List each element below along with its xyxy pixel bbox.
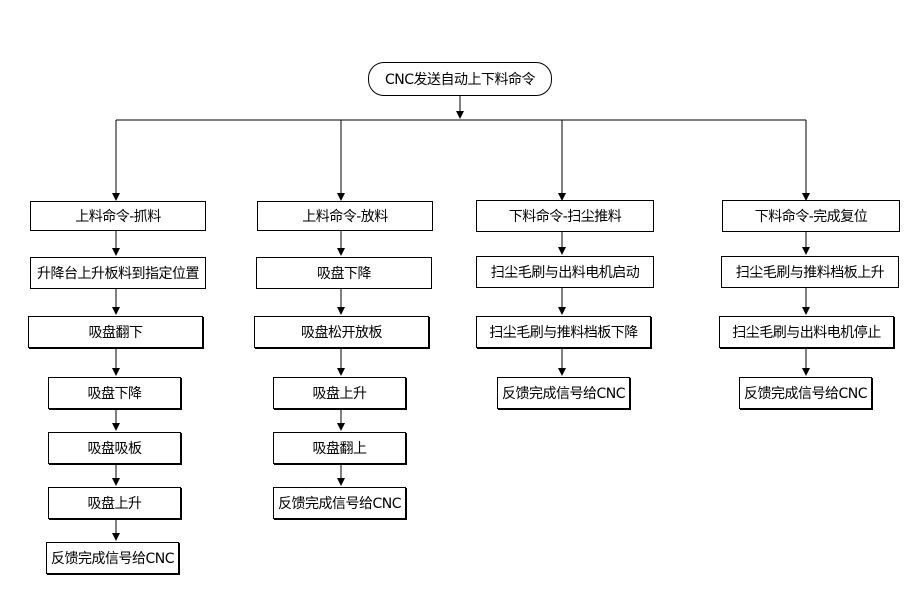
column-2-step-5-label: 反馈完成信号给CNC: [277, 496, 402, 512]
column-4-step-3: 反馈完成信号给CNC: [739, 377, 872, 409]
column-1-step-5-label: 吸盘上升: [87, 496, 143, 512]
column-2-header-label: 上料命令-放料: [302, 209, 388, 225]
column-1-step-4: 吸盘吸板: [48, 432, 181, 464]
column-2-step-1: 吸盘下降: [256, 257, 432, 289]
column-2-step-3-label: 吸盘上升: [312, 386, 368, 402]
column-2-step-3: 吸盘上升: [273, 377, 406, 409]
column-2-step-5: 反馈完成信号给CNC: [273, 487, 406, 519]
column-2-step-4-label: 吸盘翻上: [312, 441, 368, 457]
column-3-step-3-label: 反馈完成信号给CNC: [501, 386, 626, 402]
column-1-step-3-label: 吸盘下降: [87, 386, 143, 402]
column-1-step-2-label: 吸盘翻下: [88, 325, 144, 341]
column-2-header: 上料命令-放料: [257, 201, 433, 231]
column-1-step-5: 吸盘上升: [48, 487, 181, 519]
column-1-step-1-label: 升降台上升板料到指定位置: [37, 266, 200, 282]
column-4-step-3-label: 反馈完成信号给CNC: [743, 386, 868, 402]
column-4-step-1: 扫尘毛刷与推料档板上升: [721, 256, 899, 288]
column-1-header-label: 上料命令-抓料: [75, 209, 161, 225]
column-4-step-2-label: 扫尘毛刷与出料电机停止: [732, 325, 881, 341]
column-1-step-3: 吸盘下降: [48, 377, 181, 409]
column-1-step-1: 升降台上升板料到指定位置: [30, 257, 206, 289]
column-4-step-1-label: 扫尘毛刷与推料档板上升: [735, 265, 885, 281]
column-3-step-1: 扫尘毛刷与出料电机启动: [476, 256, 654, 288]
column-2-step-2: 吸盘松开放板: [254, 316, 429, 348]
column-3-header: 下料命令-扫尘推料: [476, 200, 654, 232]
column-1-header: 上料命令-抓料: [30, 201, 206, 231]
column-2-step-2-label: 吸盘松开放板: [301, 325, 383, 341]
column-3-step-1-label: 扫尘毛刷与出料电机启动: [490, 265, 640, 281]
column-4-header-label: 下料命令-完成复位: [754, 209, 868, 225]
column-2-step-4: 吸盘翻上: [273, 432, 406, 464]
column-1-step-4-label: 吸盘吸板: [87, 441, 143, 457]
column-1-step-2: 吸盘翻下: [28, 316, 203, 348]
column-1-step-6: 反馈完成信号给CNC: [46, 542, 179, 574]
start-node-label: CNC发送自动上下料命令: [384, 72, 536, 88]
column-3-step-2-label: 扫尘毛刷与推料档板下降: [489, 325, 638, 341]
column-1-step-6-label: 反馈完成信号给CNC: [50, 551, 175, 567]
column-3-step-2: 扫尘毛刷与推料档板下降: [476, 316, 651, 348]
column-4-header: 下料命令-完成复位: [722, 200, 900, 232]
start-node: CNC发送自动上下料命令: [368, 62, 552, 96]
column-4-step-2: 扫尘毛刷与出料电机停止: [719, 316, 894, 348]
column-2-step-1-label: 吸盘下降: [317, 266, 372, 282]
column-3-step-3: 反馈完成信号给CNC: [497, 377, 630, 409]
column-3-header-label: 下料命令-扫尘推料: [508, 209, 622, 225]
